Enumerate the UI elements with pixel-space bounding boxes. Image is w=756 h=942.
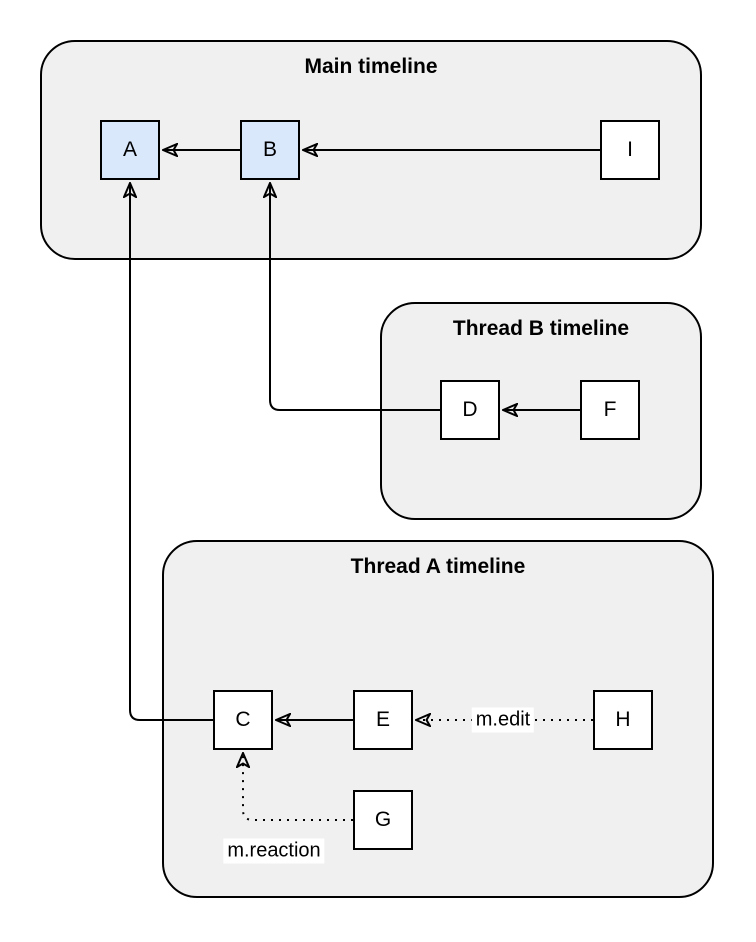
thread-b-timeline-title: Thread B timeline (452, 317, 630, 340)
event-node-d: D (440, 380, 500, 440)
edge-c-to-a (130, 183, 213, 721)
edge-d-to-b (270, 183, 440, 411)
edge-g-to-c-m-reaction (243, 753, 353, 821)
event-node-b: B (240, 120, 300, 180)
edge-label-m-edit: m.edit (471, 707, 535, 733)
event-node-e: E (353, 690, 413, 750)
event-node-c: C (213, 690, 273, 750)
event-node-a: A (100, 120, 160, 180)
event-node-h: H (593, 690, 653, 750)
thread-a-timeline-title: Thread A timeline (350, 555, 526, 578)
event-node-i: I (600, 120, 660, 180)
event-node-f: F (580, 380, 640, 440)
main-timeline-title: Main timeline (304, 55, 438, 78)
event-node-g: G (353, 790, 413, 850)
edge-label-m-reaction: m.reaction (223, 838, 325, 864)
